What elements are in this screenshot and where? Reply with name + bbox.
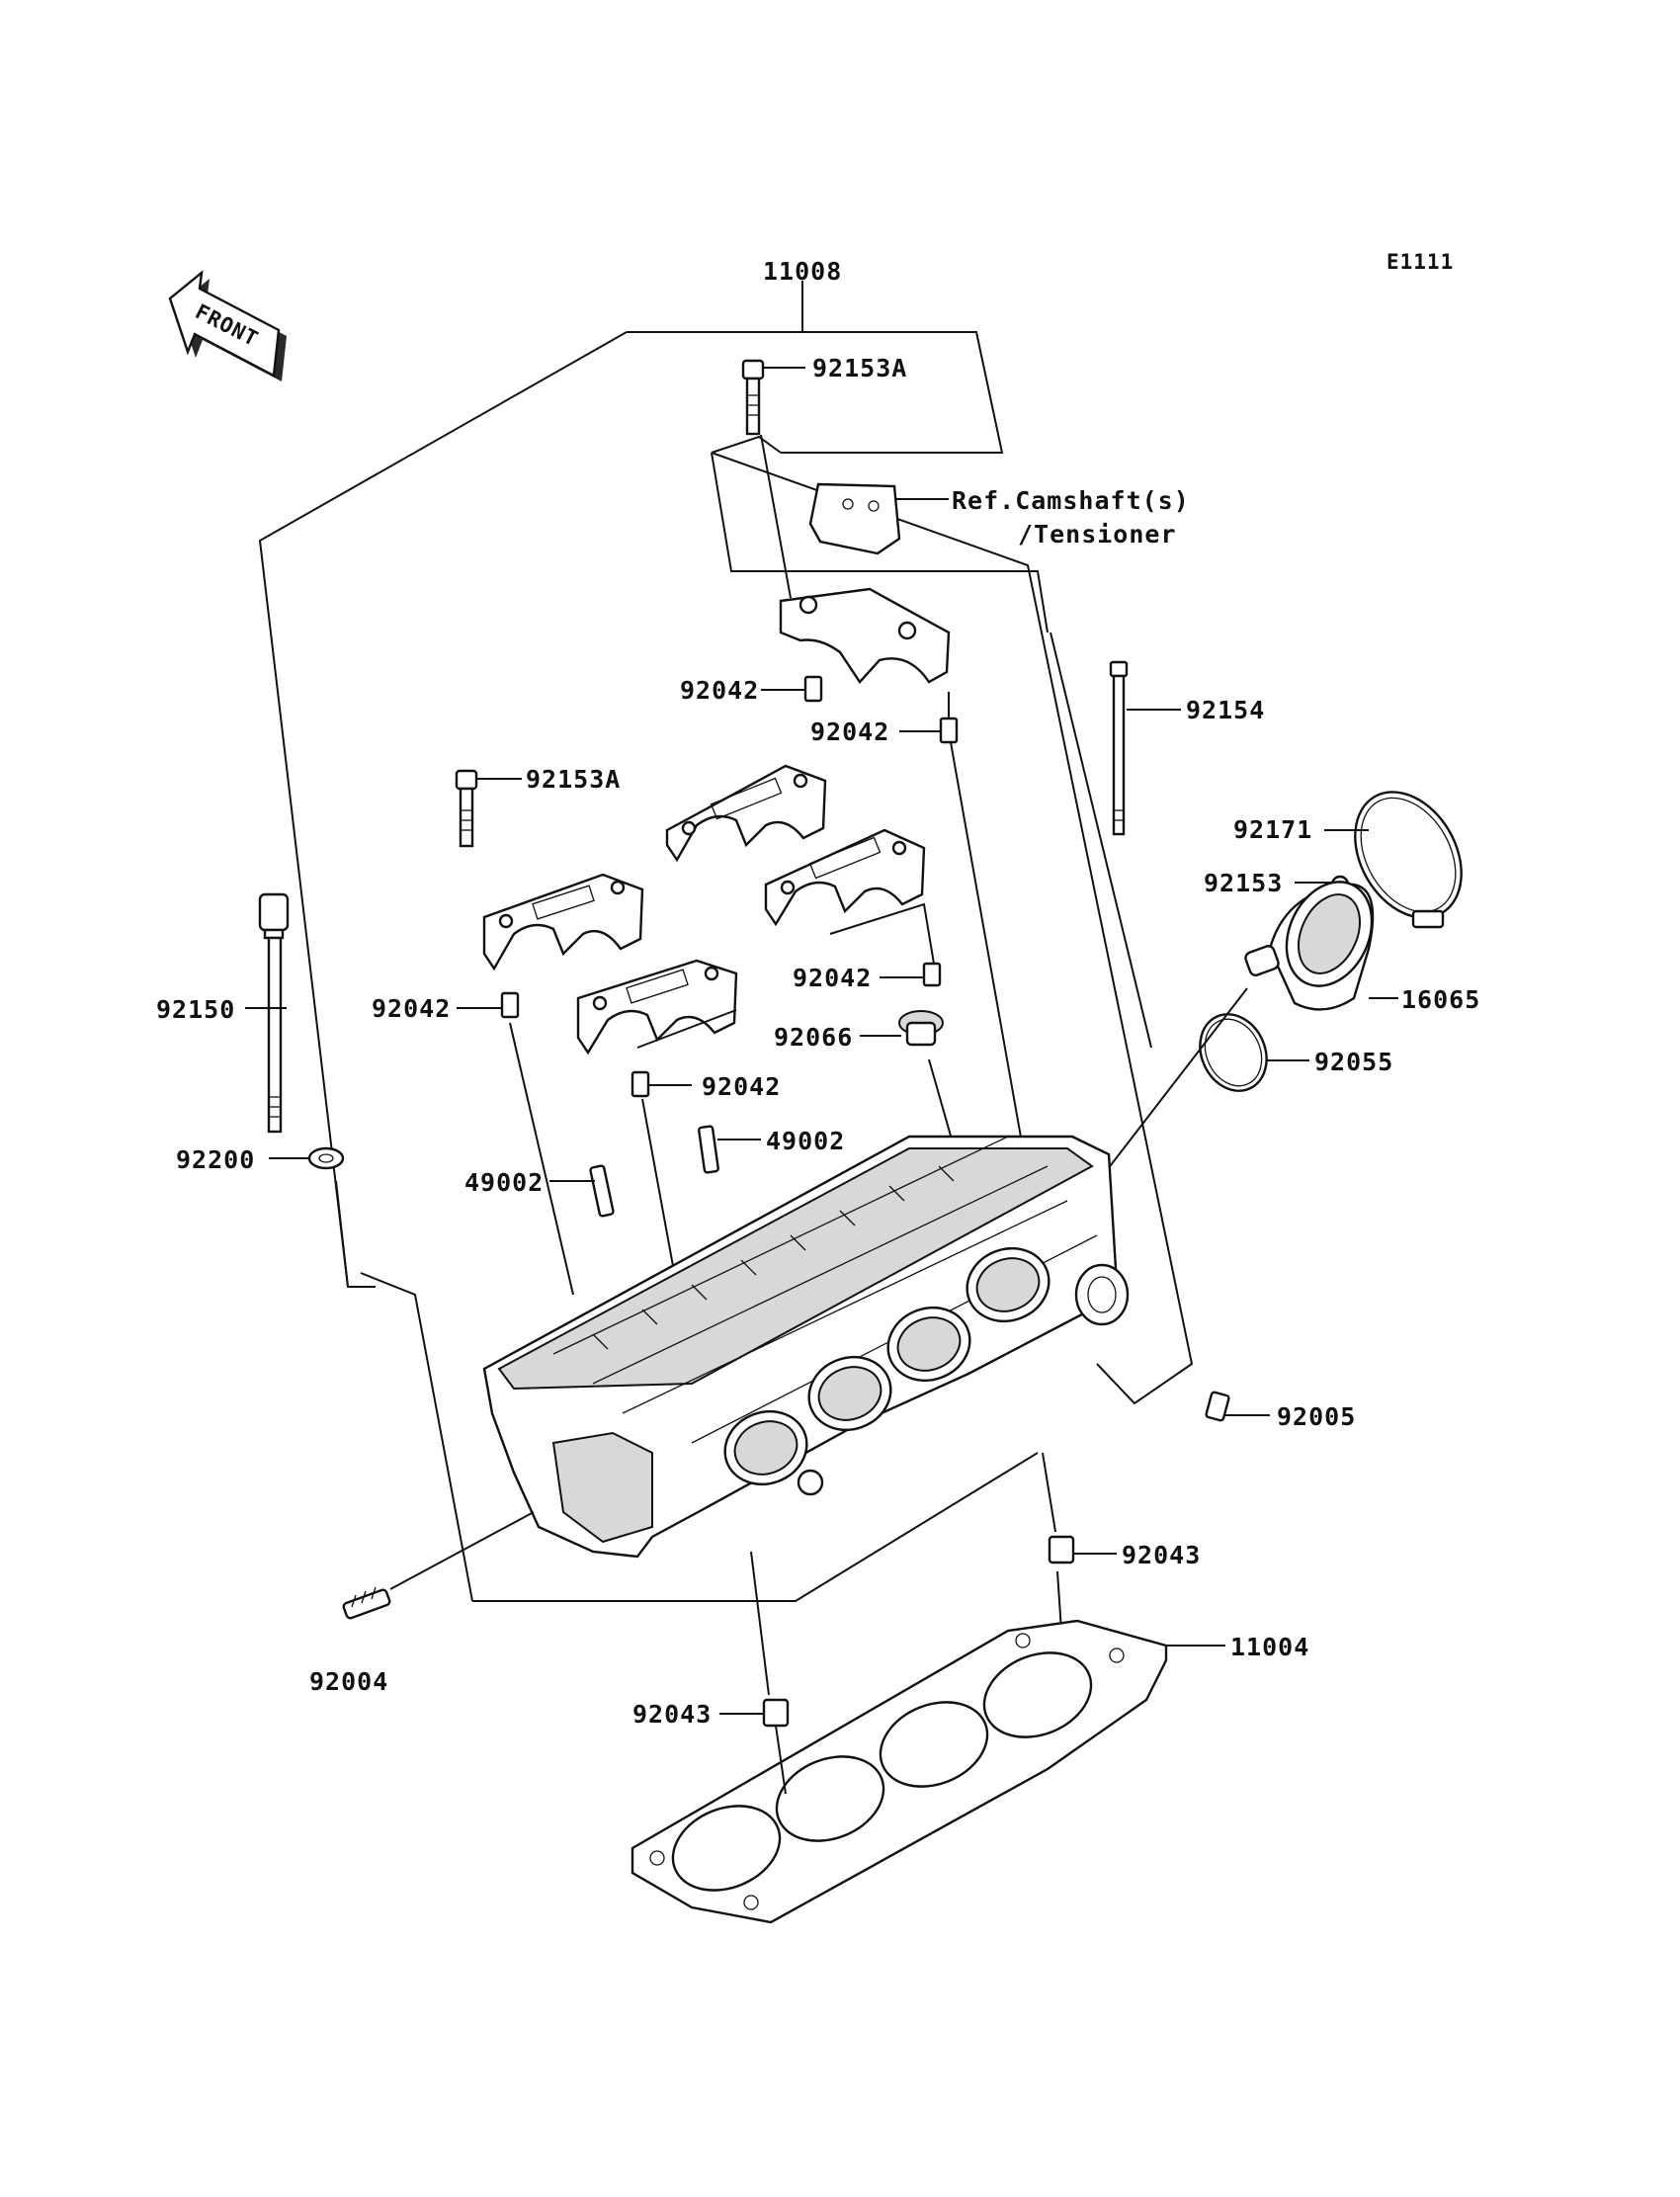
cam-cap-4 [764,828,926,927]
front-arrow-icon: FRONT [168,270,287,381]
label-92153A-mid: 92153A [526,765,621,794]
cap-leader-2 [636,1009,737,1049]
label-49002-a: 49002 [464,1168,544,1197]
clamp-92171 [1324,791,1463,929]
dowel-92042-b [899,692,1029,1177]
label-92171: 92171 [1233,815,1312,844]
label-92042-a: 92042 [680,676,759,705]
label-92150: 92150 [156,995,235,1024]
o-ring-92055 [1086,987,1309,1197]
label-92005: 92005 [1277,1402,1356,1431]
ref-camshaft-label: Ref.Camshaft(s) [952,486,1190,515]
label-16065: 16065 [1401,985,1480,1014]
bracket-11008 [258,281,1194,1602]
valve-guide-49002-b [698,1125,761,1174]
dowel-92042-a [761,675,823,703]
label-92055: 92055 [1314,1048,1393,1076]
label-92042-e: 92042 [702,1072,781,1101]
cam-cap-2 [665,764,827,863]
label-92042-b: 92042 [810,718,889,746]
label-11004: 11004 [1230,1633,1309,1661]
cam-cap-1 [482,873,644,972]
head-gasket-11004 [630,1619,1225,1924]
diagram-code: E1111 [1386,250,1454,274]
plug-92005 [1205,1391,1270,1422]
dowel-92043-a [1042,1452,1117,1647]
label-92200: 92200 [176,1145,255,1174]
dowel-92042-c [880,962,942,987]
label-11008: 11008 [763,257,842,286]
cap-leader-1 [829,902,935,965]
bolt-92153A-top [741,359,805,436]
dowel-92042-d [457,991,574,1296]
tensioner-bracket [808,482,949,555]
ref-tensioner-label: /Tensioner [1018,520,1177,549]
valve-guide-49002-a [549,1164,615,1218]
cam-cap-3 [576,959,738,1056]
label-92004: 92004 [309,1667,388,1696]
label-92043-a: 92043 [1122,1541,1201,1569]
bolt-92154 [1109,660,1181,836]
bolt-92153A-mid [455,769,522,848]
label-92153A-top: 92153A [812,354,907,382]
dowel-92043-b [719,1551,790,1795]
plug-92066 [860,1010,974,1217]
bolt-92150 [245,892,290,1134]
stud-92004 [342,1511,535,1620]
label-92042-d: 92042 [372,994,451,1023]
label-92043-b: 92043 [632,1700,712,1729]
cylinder-head [482,1135,1130,1559]
label-49002-b: 49002 [766,1127,845,1155]
label-92042-c: 92042 [793,964,872,992]
holder-16065 [1244,881,1398,1011]
ref-bracket [711,435,782,454]
label-92154: 92154 [1186,696,1265,724]
washer-92200 [269,1146,349,1288]
label-92153: 92153 [1204,869,1283,897]
cam-cap-top [760,434,951,684]
label-92066: 92066 [774,1023,853,1052]
